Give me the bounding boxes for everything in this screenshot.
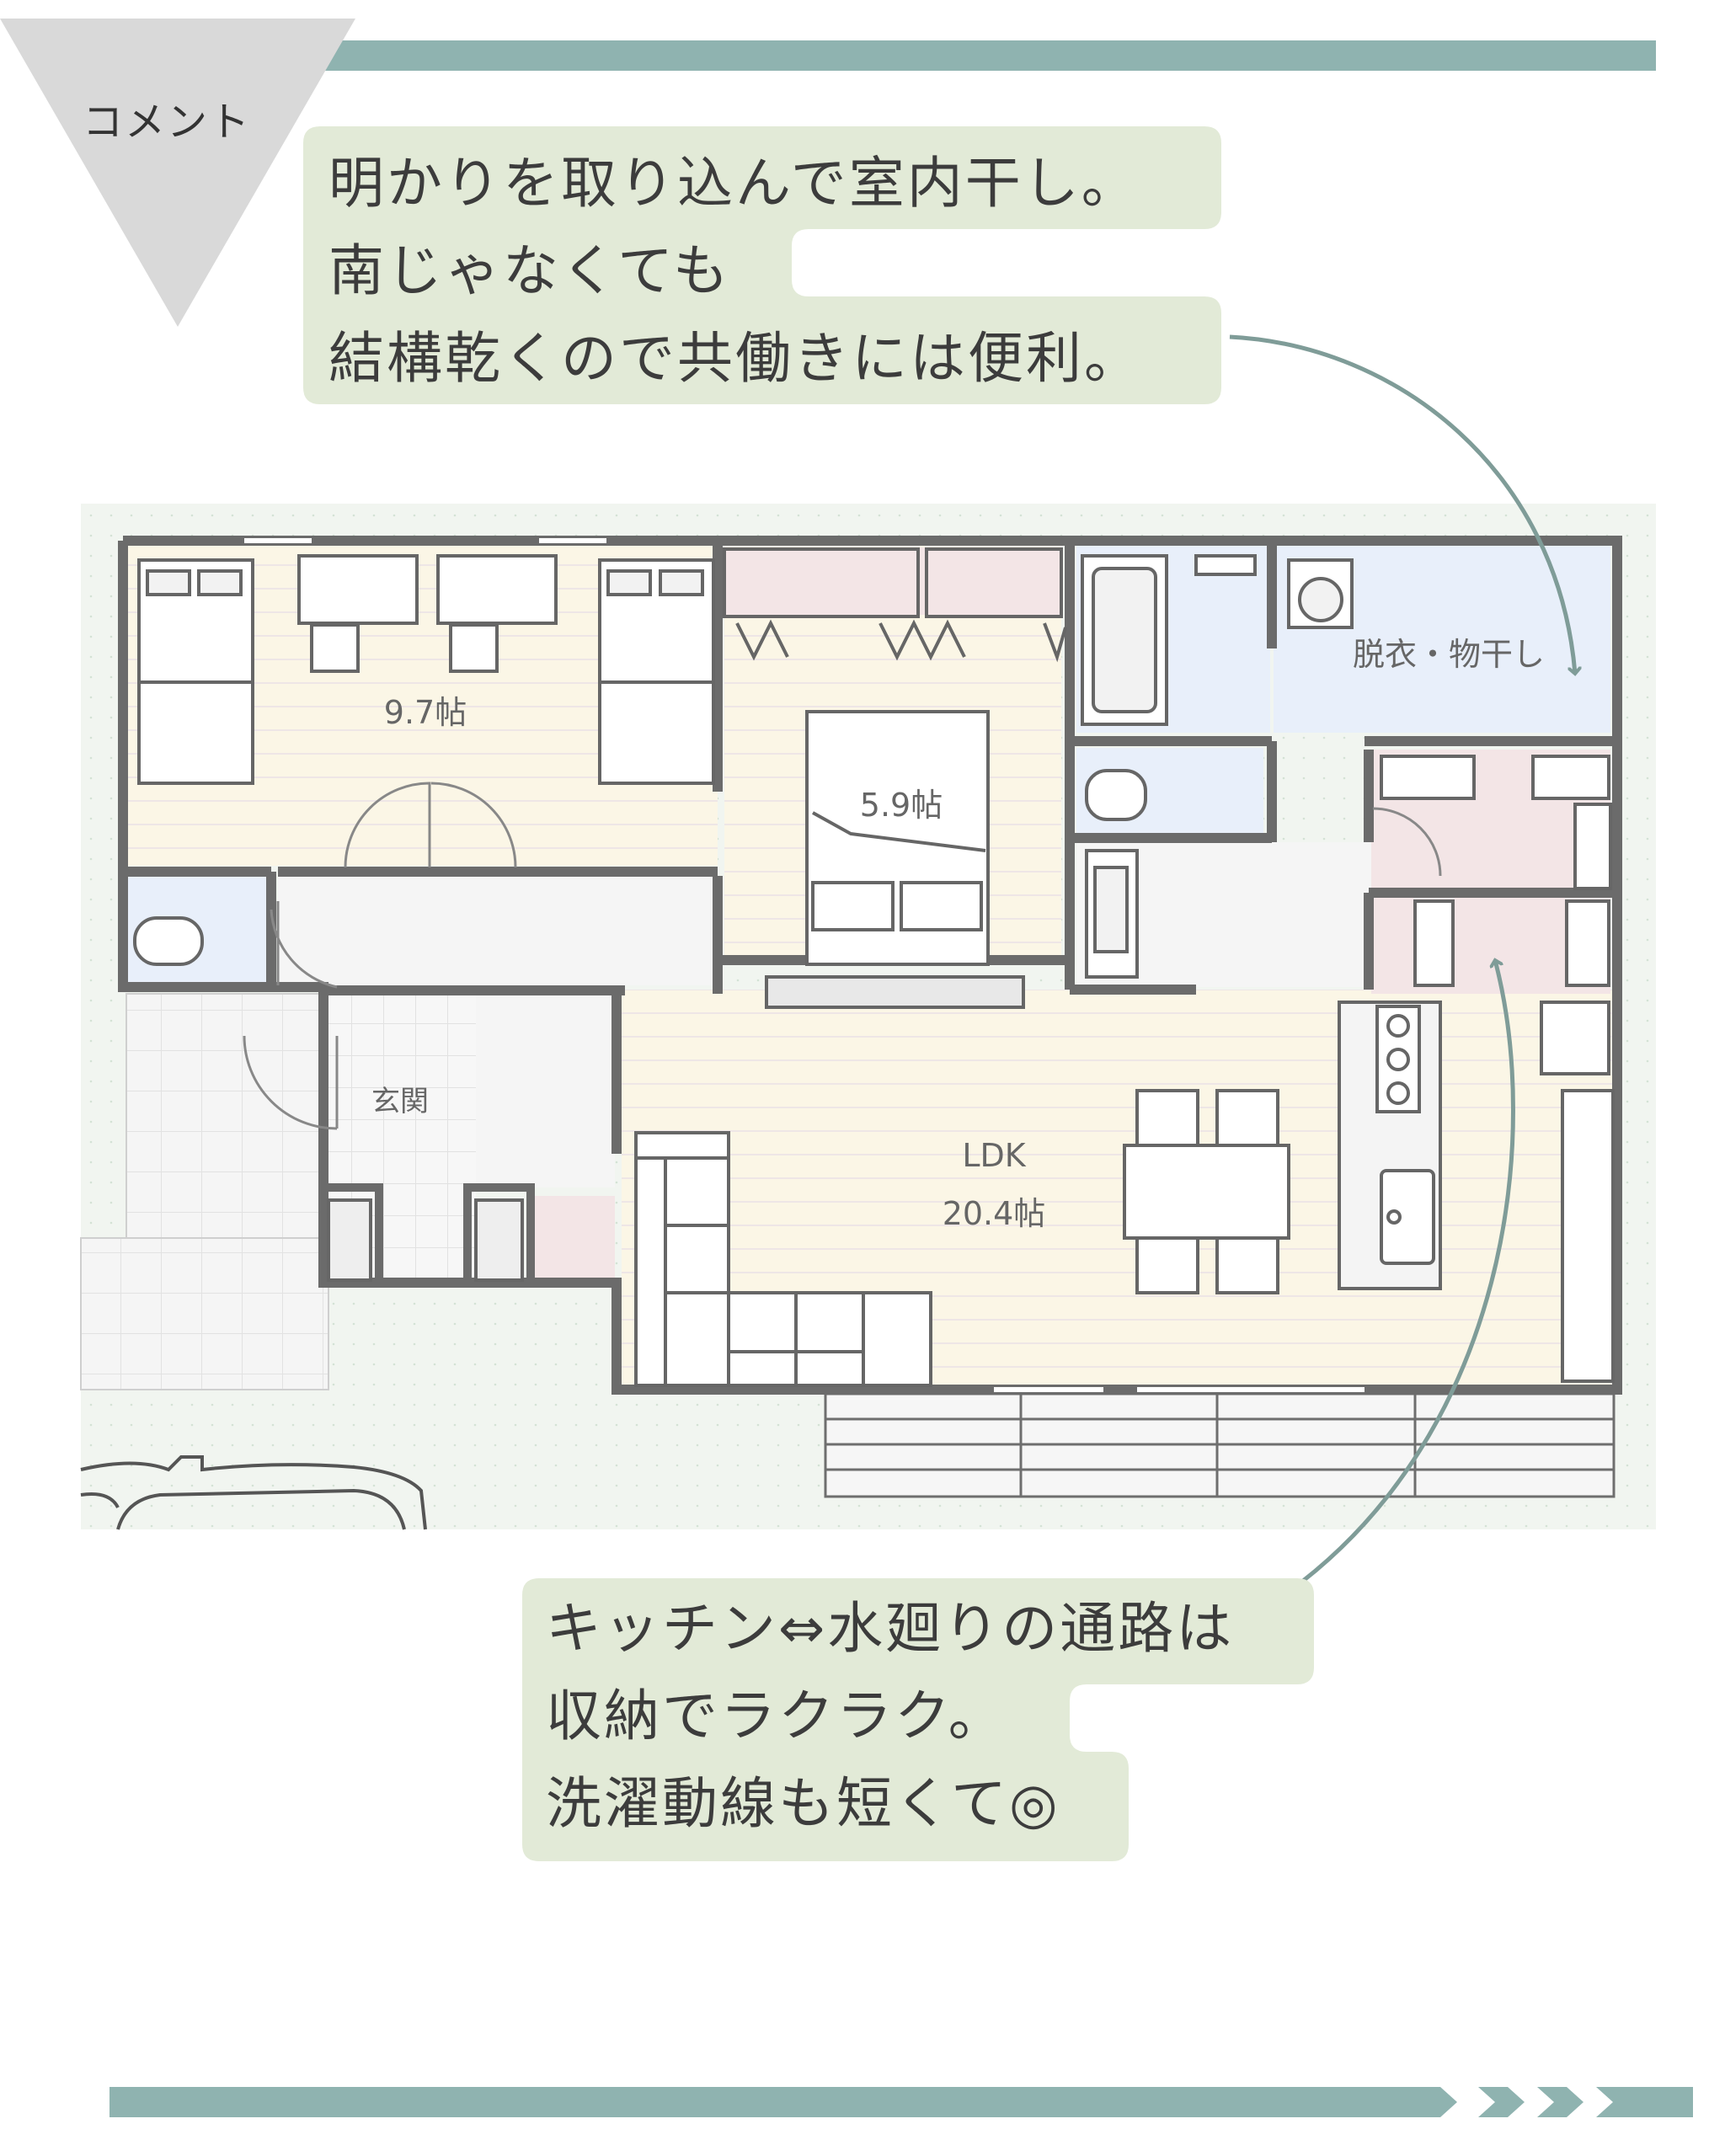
- top-bubble-text: 明かりを取り込んで室内干し。 南じゃなくても 結構乾くので共働きには便利。: [328, 140, 1142, 403]
- passage-arrow: [1287, 960, 1515, 1594]
- approach-paving: [80, 1237, 329, 1390]
- kitchen-counter: [1338, 1001, 1442, 1290]
- wet-area-fixtures: [133, 554, 1354, 979]
- bottom-bubble-line-3: 洗濯動線も短くて◎: [546, 1771, 1060, 1836]
- top-bubble-line-1: 明かりを取り込んで室内干し。: [328, 151, 1140, 216]
- shoe-storage-floor: [535, 1196, 615, 1280]
- top-bubble-line-2: 南じゃなくても: [328, 238, 731, 303]
- entrance-step: [476, 994, 615, 1187]
- ldk-name-label: LDK: [962, 1137, 1026, 1174]
- pantry-shelves: [327, 755, 1615, 1383]
- bottom-bubble-shape: [522, 1578, 1314, 1861]
- entrance-walls: [323, 1183, 535, 1280]
- comment-tag-triangle: [0, 19, 355, 327]
- hall-floor: [278, 876, 716, 985]
- car-icon: [80, 1455, 427, 1530]
- doors: [243, 782, 1442, 1130]
- bedroom-furniture: [723, 547, 1067, 1009]
- top-accent-bar: [81, 40, 1656, 71]
- top-bubble-line-3: 結構乾くので共働きには便利。: [328, 326, 1142, 391]
- bottom-accent-bar: [109, 2087, 1693, 2117]
- sofa: [634, 1131, 932, 1387]
- entrance-label: 玄関: [371, 1085, 429, 1118]
- windows: [244, 538, 1365, 1392]
- top-bubble-shape: [303, 126, 1221, 404]
- laundry-label: 脱衣・物干し: [1352, 636, 1545, 673]
- bedroom-label: 5.9帖: [859, 787, 943, 824]
- laundry-arrow: [1229, 334, 1575, 674]
- ldk-size-label: 20.4帖: [942, 1195, 1046, 1232]
- bottom-bubble-line-1: キッチン⇔水廻りの通路は: [546, 1596, 1235, 1661]
- kids-room-furniture: [137, 554, 715, 785]
- bottom-bubble-text: キッチン⇔水廻りの通路は 収納でラクラク。 洗濯動線も短くて◎: [546, 1585, 1234, 1848]
- wood-deck: [824, 1392, 1616, 1498]
- bottom-bubble-line-2: 収納でラクラク。: [546, 1684, 1007, 1748]
- kids-room-label: 9.7帖: [383, 694, 467, 731]
- dining-set: [1123, 1089, 1290, 1294]
- comment-tag-label: コメント: [83, 99, 252, 146]
